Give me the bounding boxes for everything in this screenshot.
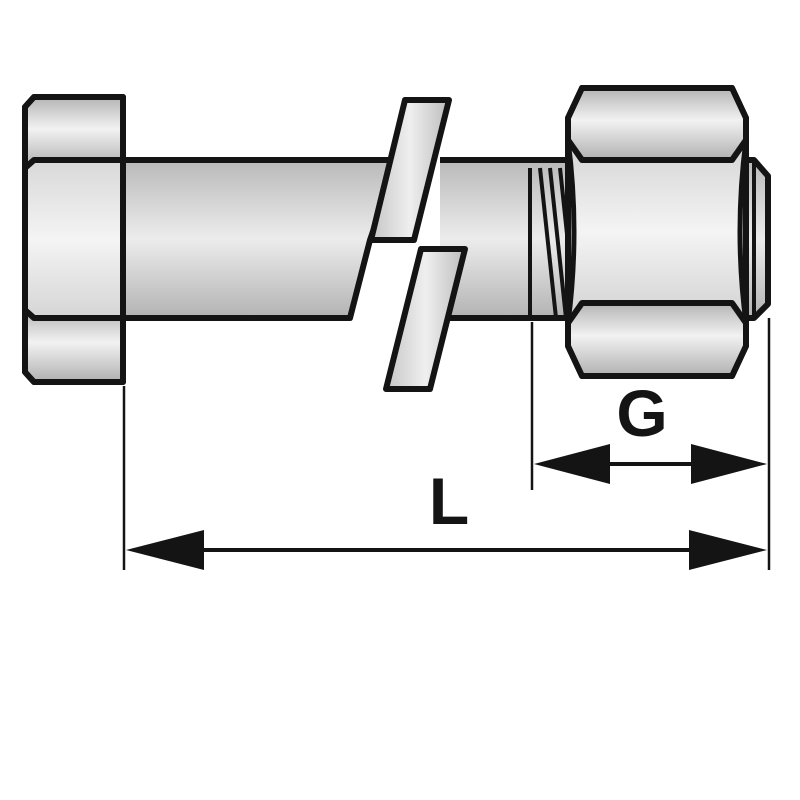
hex-nut [565, 85, 749, 379]
break-marks [368, 97, 468, 392]
hex-nut-side-curve-right [737, 139, 749, 324]
thread-line-2 [538, 167, 558, 319]
hex-nut-bottom-facet [565, 300, 749, 379]
dimension-l-label: L [429, 464, 469, 538]
dimension-g-label: G [616, 376, 667, 450]
bolt-head-bottom-facet [22, 307, 126, 385]
dimension-g-arrow-left [534, 444, 610, 484]
hex-nut-top-facet [565, 85, 749, 163]
bolt-head-top-facet [22, 94, 126, 171]
hex-nut-side-curve-left [565, 139, 577, 324]
dimension-g-arrow-right [691, 444, 767, 484]
thread-line-3 [548, 167, 568, 319]
bolt-head [22, 94, 126, 385]
dimension-g: G [534, 376, 767, 484]
break-mark-upper [368, 97, 452, 243]
extension-lines [122, 318, 771, 570]
dimension-l-arrow-right [689, 530, 767, 570]
break-mark-lower [383, 246, 468, 392]
dimension-l: L [126, 464, 767, 570]
bolt-shank-left [120, 157, 401, 321]
dimension-l-arrow-left [126, 530, 204, 570]
